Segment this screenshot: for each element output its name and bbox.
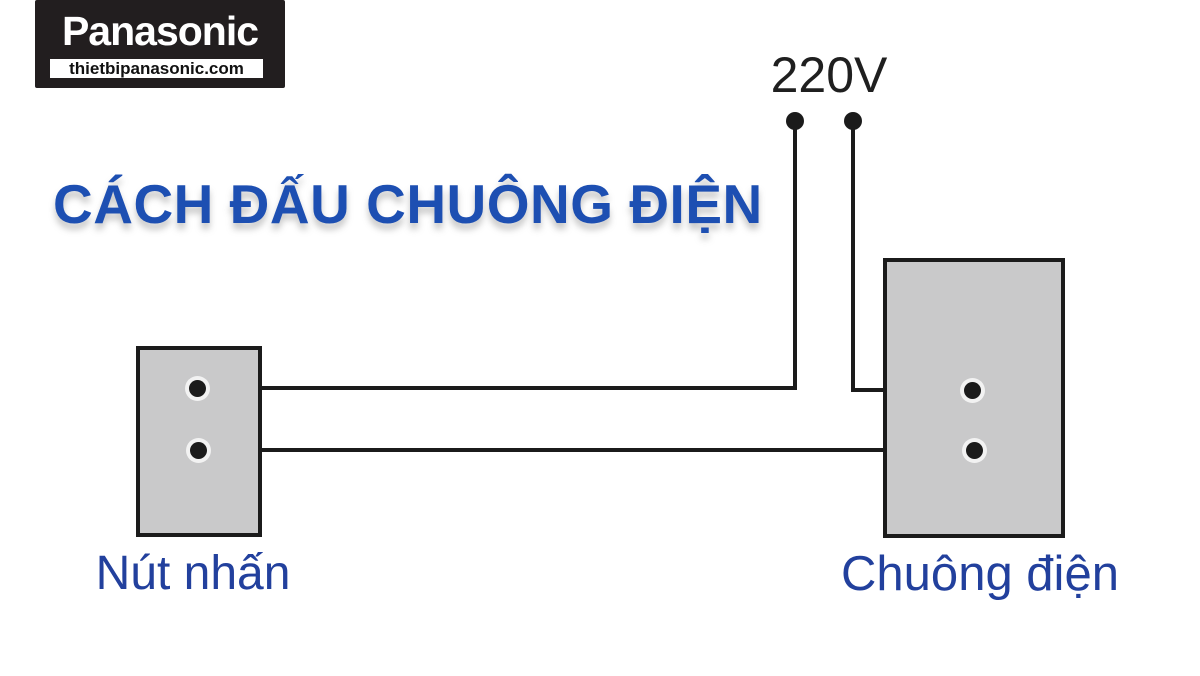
push-button-terminal-bottom (190, 442, 207, 459)
wire-pushbutton-to-bell (198, 448, 974, 452)
push-button-box (136, 346, 262, 537)
bell-terminal-top (964, 382, 981, 399)
supply-voltage-label: 220V (770, 47, 888, 103)
panasonic-logo-text: Panasonic (61, 8, 259, 54)
page-title: CÁCH ĐẤU CHUÔNG ĐIỆN (53, 173, 763, 235)
supply-terminal-left-dot (786, 112, 804, 130)
logo-website-band: thietbipanasonic.com (50, 59, 263, 78)
push-button-label: Nút nhấn (95, 547, 291, 600)
wire-supply-right-vertical (851, 119, 855, 391)
logo-website-text: thietbipanasonic.com (69, 59, 244, 78)
supply-terminal-right-dot (844, 112, 862, 130)
bell-label: Chuông điện (841, 547, 1119, 601)
wire-supply-left-vertical (793, 119, 797, 390)
panasonic-logo: Panasonic thietbipanasonic.com (35, 0, 285, 88)
wire-pushbutton-to-supply (197, 386, 797, 390)
bell-terminal-bottom (966, 442, 983, 459)
push-button-terminal-top (189, 380, 206, 397)
